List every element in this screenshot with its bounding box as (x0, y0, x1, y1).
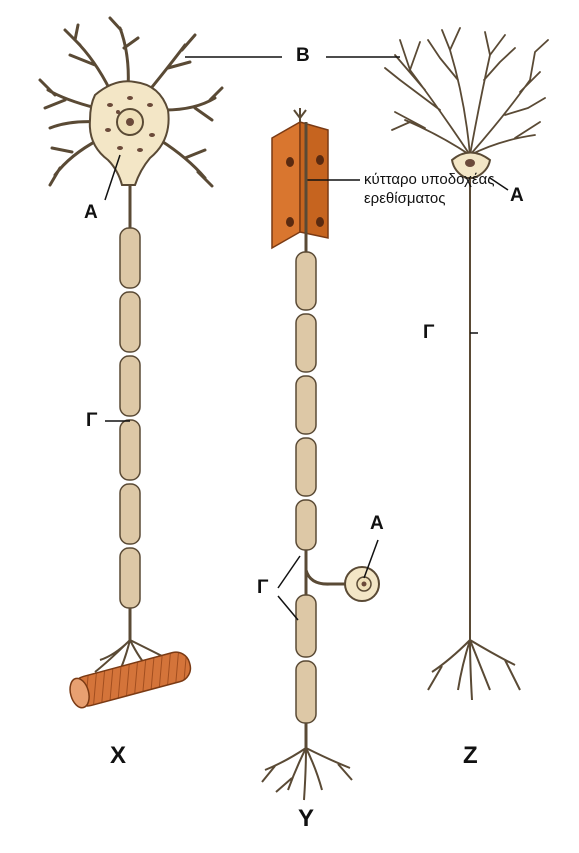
receptor-cell-label: κύτταρο υποδοχέας ερεθίσματος (364, 170, 514, 208)
muscle-fiber (67, 649, 194, 710)
neuron-x-myelin-sheath (120, 228, 140, 608)
label-x: X (110, 742, 126, 770)
neuron-y-myelin-lower (296, 595, 316, 723)
neuron-z-dendritic-tree (385, 28, 548, 155)
neuron-x (40, 18, 222, 710)
neuron-y-myelin-upper (296, 252, 316, 550)
label-g-middle: Γ (257, 577, 268, 599)
label-a-middle: A (370, 513, 384, 535)
neuron-z (385, 28, 548, 700)
label-y: Υ (298, 805, 314, 833)
neuron-y (262, 108, 379, 800)
label-g-left: Γ (86, 410, 97, 432)
label-z: Z (463, 742, 478, 770)
label-b: B (296, 45, 310, 67)
neuron-z-axon-terminals (428, 640, 520, 700)
receptor-cell (272, 122, 328, 248)
label-a-left: A (84, 202, 98, 224)
label-g-right: Γ (423, 322, 434, 344)
neuron-y-axon-terminals (262, 748, 352, 800)
